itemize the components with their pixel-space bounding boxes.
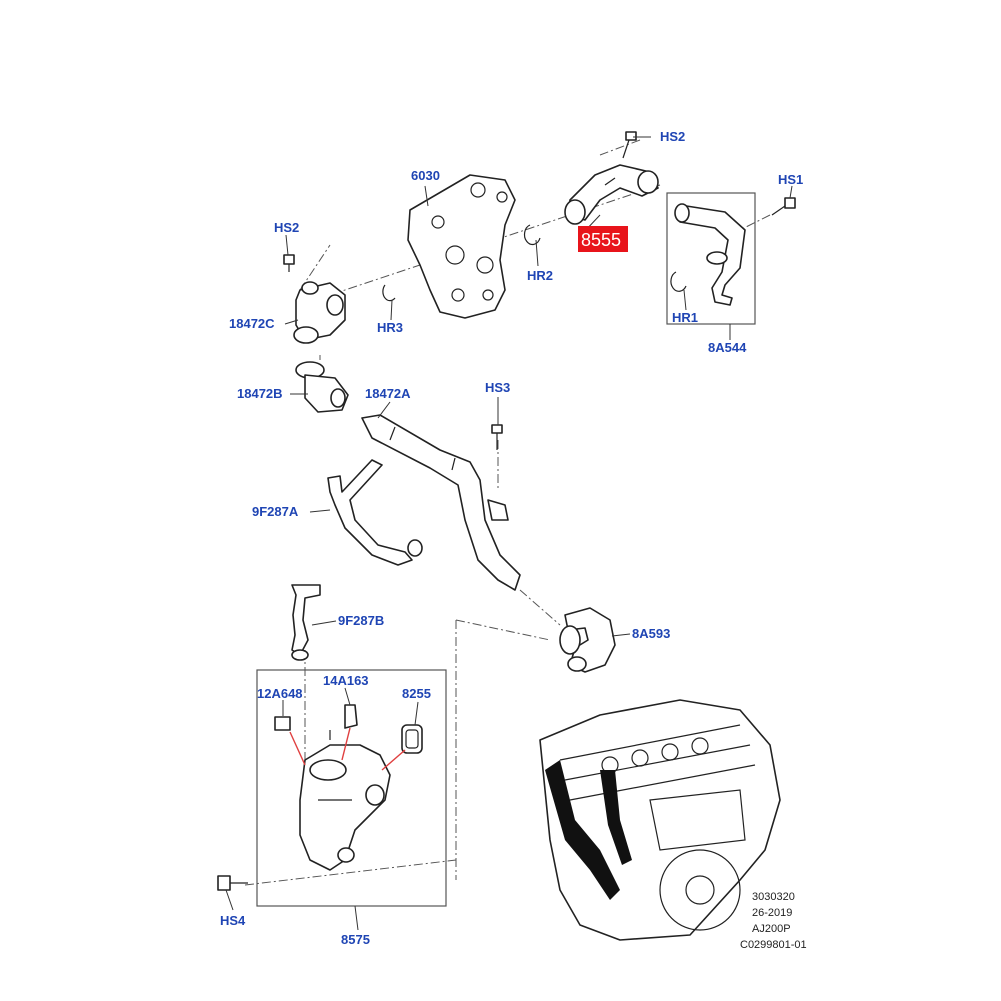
assembly-box-8a544 <box>666 192 756 325</box>
label-hr1: HR1 <box>672 310 698 325</box>
label-hr2: HR2 <box>527 268 553 283</box>
label-8a593: 8A593 <box>632 626 670 641</box>
engine-illustration <box>539 699 781 941</box>
info-line-1: 3030320 <box>752 891 795 903</box>
label-9f287a: 9F287A <box>252 504 299 519</box>
thermostat-housing-8575 <box>274 704 423 871</box>
part-8555-highlight <box>578 226 628 252</box>
label-6030: 6030 <box>411 168 440 183</box>
label-8255: 8255 <box>402 686 431 701</box>
label-hs3: HS3 <box>485 380 510 395</box>
pipe-18472a <box>361 414 521 591</box>
label-14a163: 14A163 <box>323 673 369 688</box>
assembly-box-8575 <box>256 669 447 907</box>
connector-18472c <box>293 281 346 344</box>
label-12a648: 12A648 <box>257 686 303 701</box>
hose-9f287a <box>327 459 423 566</box>
hose-9f287b <box>291 584 321 661</box>
label-18472c: 18472C <box>229 316 275 331</box>
label-9f287b: 9F287B <box>338 613 384 628</box>
label-8a544: 8A544 <box>708 340 747 355</box>
label-hr3: HR3 <box>377 320 403 335</box>
info-line-3: AJ200P <box>752 923 791 935</box>
info-line-4: C0299801-01 <box>740 939 807 951</box>
hose-8555 <box>564 164 659 225</box>
clamps <box>382 224 687 302</box>
label-18472b: 18472B <box>237 386 283 401</box>
leader-lines <box>225 136 793 931</box>
connector-18472b <box>295 361 349 413</box>
bolts <box>217 131 796 891</box>
label-hs4: HS4 <box>220 913 246 928</box>
pipe-8a544 <box>674 203 746 306</box>
label-hs2-left: HS2 <box>274 220 299 235</box>
label-8555: 8555 <box>581 230 621 250</box>
bracket-6030 <box>407 174 516 319</box>
label-hs1: HS1 <box>778 172 803 187</box>
info-line-2: 26-2019 <box>752 907 792 919</box>
label-8575: 8575 <box>341 932 370 947</box>
label-hs2-top: HS2 <box>660 129 685 144</box>
label-18472a: 18472A <box>365 386 411 401</box>
hose-8a593 <box>559 607 616 673</box>
